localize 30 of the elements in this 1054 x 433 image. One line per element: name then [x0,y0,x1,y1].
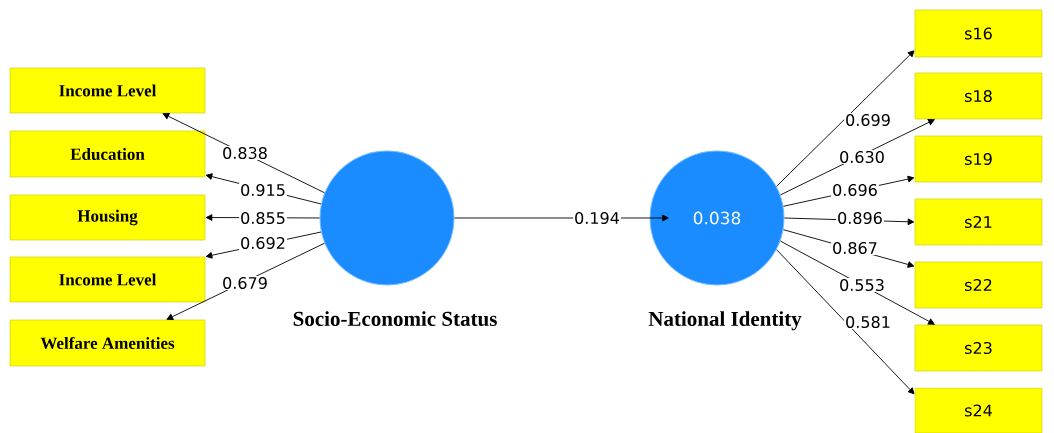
edge-label: 0.915 [239,182,287,198]
edge-label: 0.855 [239,210,287,226]
indicator-box: s23 [914,324,1043,372]
edge-label: 0.194 [573,210,621,226]
indicator-box: s22 [914,261,1043,309]
indicator-box: s21 [914,198,1043,246]
indicator-box: s24 [914,387,1043,433]
indicator-box: s16 [914,9,1043,58]
indicator-box: Welfare Amenities [9,319,206,367]
arrow [776,249,915,395]
edge-label: 0.553 [838,277,886,293]
edge-label: 0.630 [838,149,886,165]
indicator-box: s19 [914,135,1043,183]
node-label: National Identity [648,311,802,331]
indicator-box: Income Level [9,256,206,303]
indicator-box: Income Level [9,67,206,114]
indicator-box: Housing [9,194,206,241]
edge-label: 0.581 [844,314,892,330]
edge-label: 0.679 [221,275,269,291]
indicator-box: Education [9,130,206,178]
edge-label: 0.867 [831,240,879,256]
edge-label: 0.692 [239,235,287,251]
arrow [776,50,915,187]
arrow [779,240,935,325]
edge-label: 0.838 [221,145,269,161]
edge-label: 0.696 [831,182,879,198]
edge-label: 0.896 [836,210,884,226]
indicator-box: s18 [914,72,1043,120]
edge-label: 0.699 [844,112,892,128]
node-label: Socio-Economic Status [293,311,497,327]
